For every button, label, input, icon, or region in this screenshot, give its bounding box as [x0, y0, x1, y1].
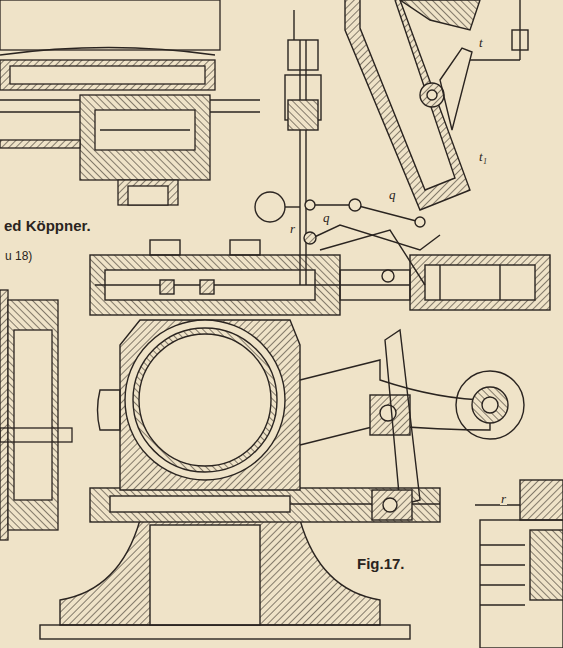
part-letter: q	[388, 188, 397, 201]
main-engine	[40, 10, 550, 639]
part-letter: r	[500, 492, 507, 505]
bottom-right-machine	[475, 480, 563, 648]
part-letter: t₁	[478, 150, 488, 163]
part-letter: r	[289, 222, 296, 235]
reference-fragment: u 18)	[4, 250, 33, 262]
figure-caption: Fig.17.	[356, 556, 406, 571]
part-letter: t	[478, 36, 484, 49]
part-letter: q	[322, 211, 331, 224]
top-right-gear	[345, 0, 528, 210]
top-left-section	[0, 0, 260, 205]
title-fragment: ed Köppner.	[3, 218, 92, 233]
flywheel-side	[0, 290, 72, 540]
